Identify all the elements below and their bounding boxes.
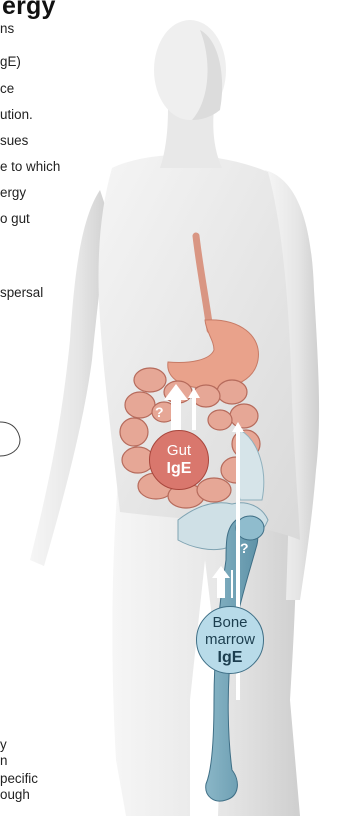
headline-fragment: ergy (2, 0, 56, 21)
gut-ige-label: IgE (167, 459, 192, 478)
intro-line-6: e to which (0, 158, 60, 175)
intro-line-5: sues (0, 132, 28, 149)
bone-label: Bone (212, 614, 247, 631)
marrow-label: marrow (205, 631, 255, 648)
intro-line-4: ution. (0, 106, 33, 123)
gut-label: Gut (167, 442, 191, 459)
bottom-line-4: ough (0, 786, 30, 803)
gut-ige-node: Gut IgE (149, 430, 209, 490)
bone-ige-label: IgE (218, 648, 243, 667)
intro-line-7: ergy (0, 184, 26, 201)
intro-line-1: ns (0, 20, 14, 37)
bottom-line-3: pecific (0, 770, 38, 787)
bone-marrow-ige-node: Bone marrow IgE (196, 606, 264, 674)
gut-question-mark: ? (155, 404, 164, 421)
torso (99, 155, 301, 540)
dispersal-fragment: spersal (0, 284, 43, 301)
intro-line-3: ce (0, 80, 14, 97)
callout-stub (0, 420, 30, 460)
femur-head (236, 516, 264, 540)
intro-line-2: gE) (0, 53, 21, 70)
intro-line-8: o gut (0, 210, 30, 227)
bottom-line-1: y (0, 736, 7, 753)
bone-question-mark: ? (240, 540, 249, 557)
left-arm (30, 190, 110, 566)
bottom-line-2: n (0, 752, 7, 769)
